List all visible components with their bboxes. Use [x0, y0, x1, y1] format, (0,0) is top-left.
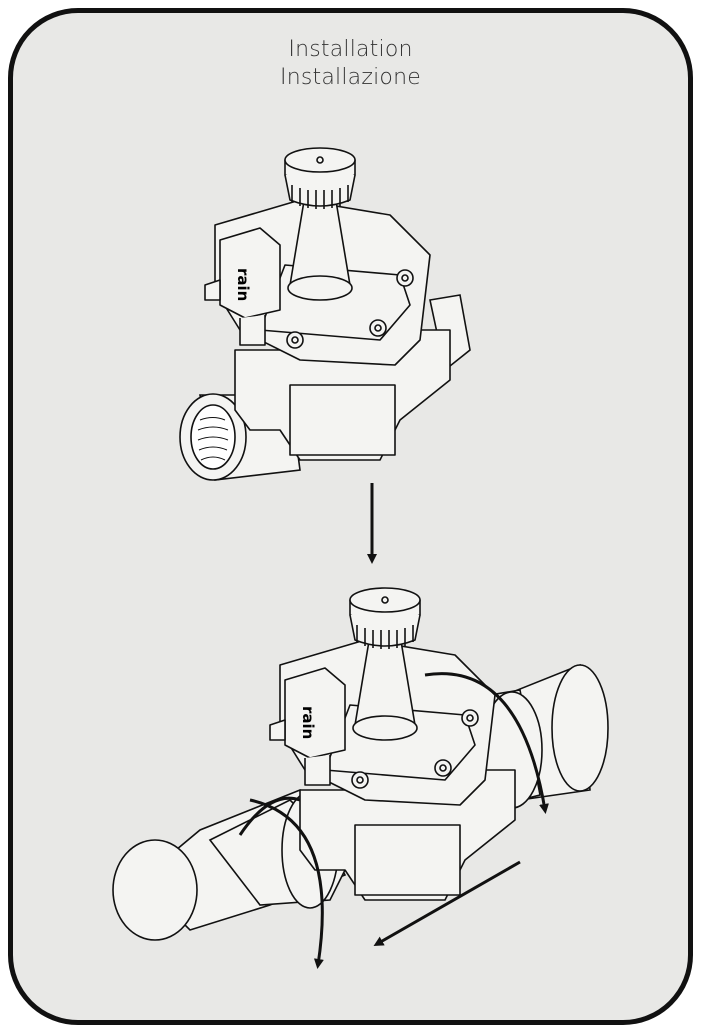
top-valve: rain — [179, 147, 471, 481]
title-italian: Installazione — [280, 65, 421, 90]
brand-logo: rain — [234, 268, 252, 301]
bottom-valve: rain — [112, 587, 609, 969]
panel-titles: Installation Installazione — [13, 36, 688, 92]
rotate-arrow-right — [424, 672, 549, 814]
brand-logo-bottom: rain — [299, 706, 317, 739]
rotate-arrow-left — [249, 798, 324, 969]
slide-arrow — [373, 860, 521, 946]
rotate-arrow-left-top — [238, 796, 301, 836]
title-english: Installation — [288, 37, 413, 62]
